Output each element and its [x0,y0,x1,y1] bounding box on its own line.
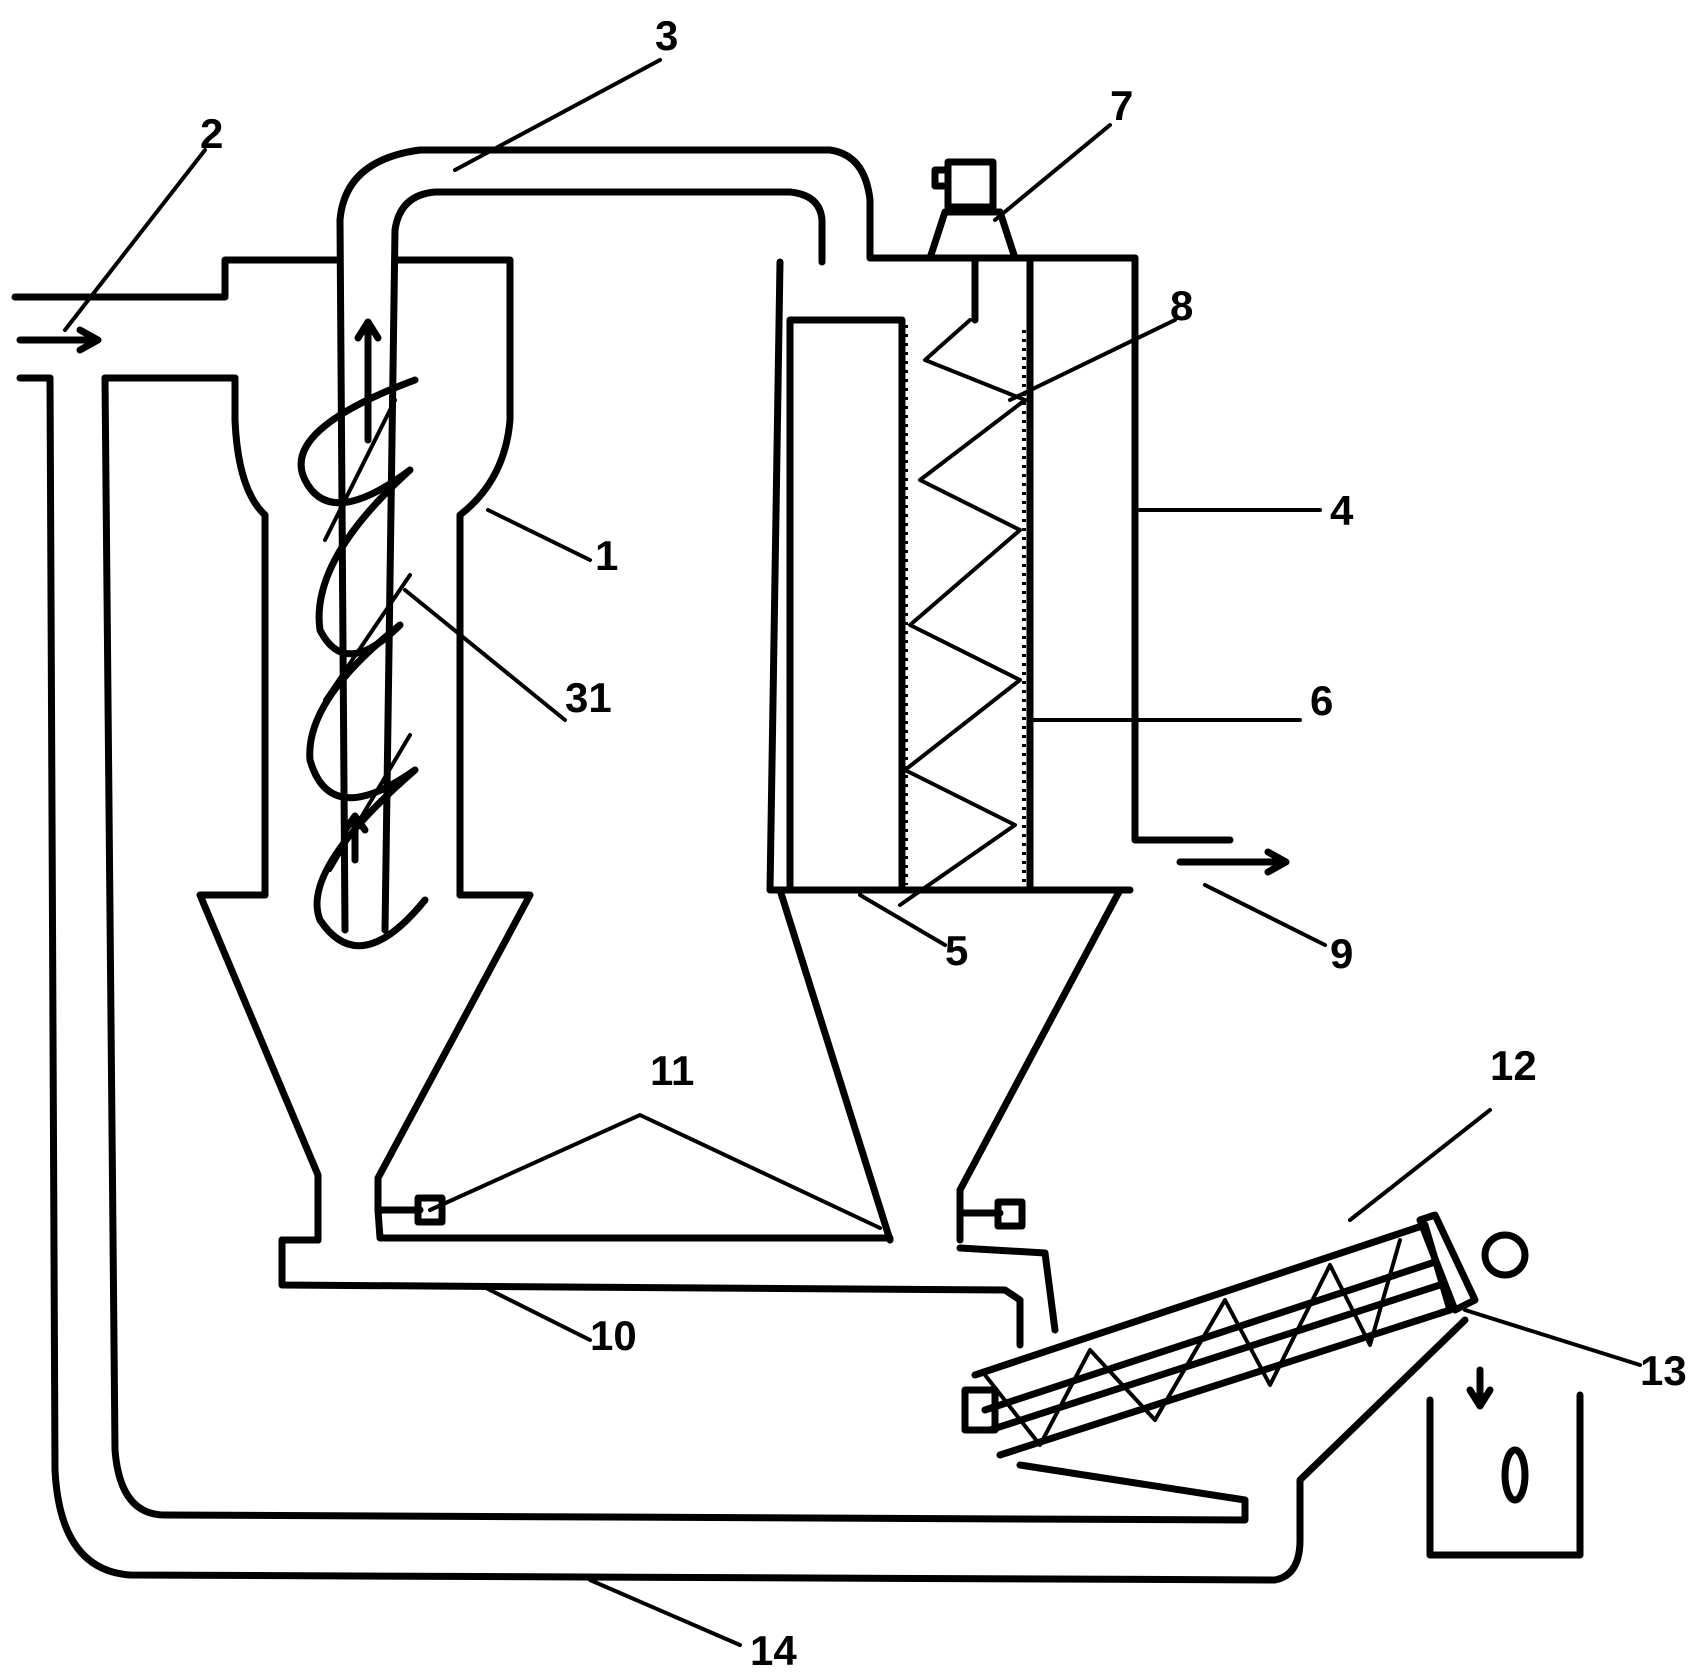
discharge-valves [374,1186,1026,1244]
label-5: 5 [945,927,968,974]
label-31: 31 [565,674,612,721]
label-4: 4 [1330,487,1354,534]
label-9: 9 [1330,930,1353,977]
label-1: 1 [595,532,618,579]
outlet-arrow [1176,848,1290,876]
label-7: 7 [1110,82,1133,129]
return-pipe [46,374,1469,1584]
central-pipe [297,146,1139,950]
label-3: 3 [655,12,678,59]
label-14: 14 [750,1627,797,1672]
spiral-flow [297,376,429,950]
discharge-outlet [1426,1366,1584,1559]
spiral-screw [898,318,1027,907]
motor-indicator [1481,1231,1529,1279]
collection-trough [278,1236,1059,1349]
filter-housing [766,254,1234,1244]
inlet-pipe [11,256,344,382]
label-13: 13 [1640,1347,1687,1394]
screw-conveyor [961,1211,1529,1459]
label-6: 6 [1310,677,1333,724]
motor [926,158,1019,262]
label-11: 11 [650,1047,694,1094]
label-10: 10 [590,1312,637,1359]
label-8: 8 [1170,282,1193,329]
label-2: 2 [200,110,223,157]
cyclone-separator [196,256,534,1244]
label-12: 12 [1490,1042,1537,1089]
filter-block [786,316,906,894]
leader-lines [63,58,1642,1647]
part-labels: 2 3 7 8 4 1 31 6 5 9 11 12 10 13 14 [200,12,1687,1672]
